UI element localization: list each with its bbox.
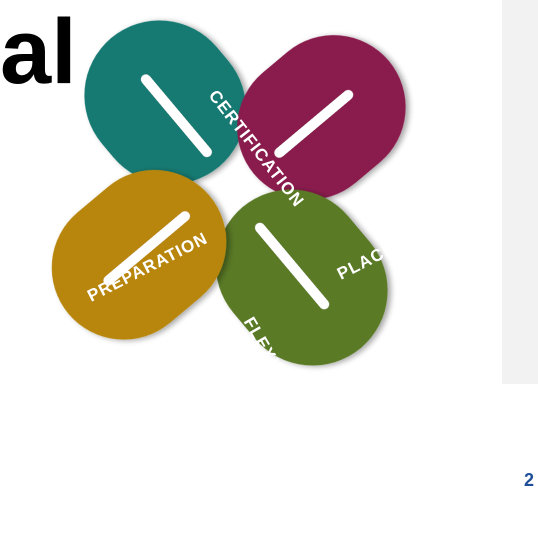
certification-loop-hole	[140, 74, 212, 158]
page-number: 2	[524, 470, 535, 490]
preparation-loop	[51, 169, 227, 340]
slide-title-fragment: al	[0, 1, 77, 103]
certification-loop	[84, 20, 246, 185]
flexibilities-loop-hole	[254, 222, 330, 310]
placement-loop-hole	[274, 89, 354, 158]
preparation-loop-hole	[103, 211, 190, 286]
side-panel	[502, 0, 538, 384]
flexibilities-loop	[215, 189, 388, 366]
placement-loop	[237, 35, 406, 200]
